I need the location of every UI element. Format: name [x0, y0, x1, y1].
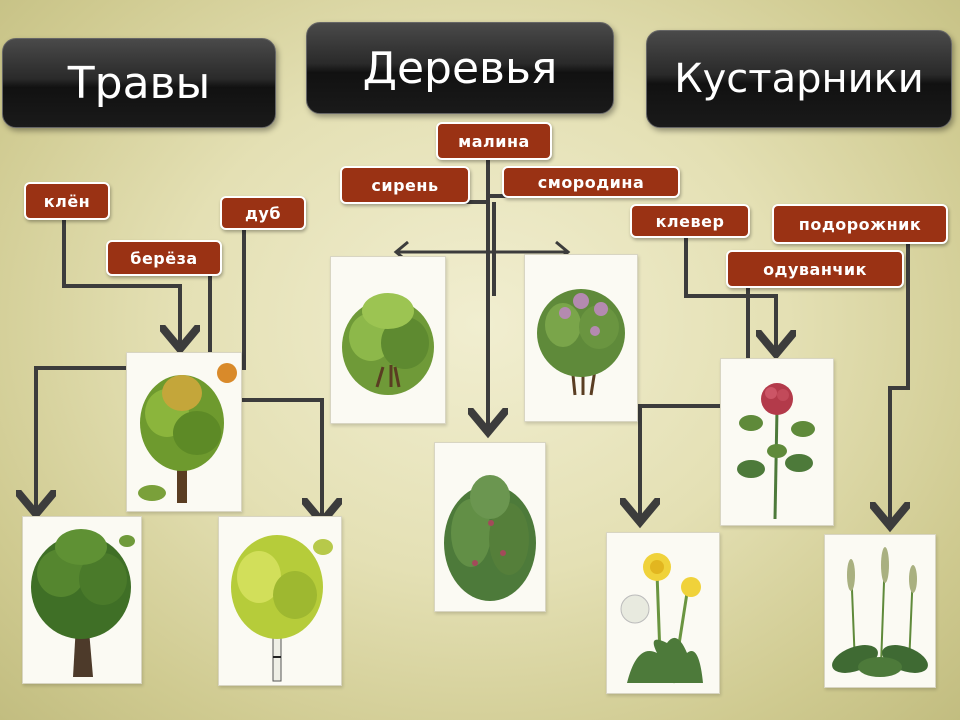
tag-lilac[interactable]: сирень	[340, 166, 470, 204]
clover-image	[720, 358, 834, 526]
tag-clover-label: клевер	[655, 211, 725, 231]
plantain-image	[824, 534, 936, 688]
tag-plantain[interactable]: подорожник	[772, 204, 948, 244]
header-trees: Деревья	[306, 22, 614, 114]
tag-lilac-label: сирень	[371, 175, 439, 195]
raspberry-image	[434, 442, 546, 612]
tag-dandelion[interactable]: одуванчик	[726, 250, 904, 288]
header-grasses-label: Травы	[67, 57, 211, 109]
tag-currant[interactable]: смородина	[502, 166, 680, 198]
header-shrubs: Кустарники	[646, 30, 952, 128]
tag-birch-label: берёза	[130, 248, 198, 268]
tag-dandelion-label: одуванчик	[763, 259, 867, 279]
tag-raspberry-label: малина	[458, 131, 530, 151]
header-shrubs-label: Кустарники	[674, 56, 924, 102]
header-grasses: Травы	[2, 38, 276, 128]
dandelion-image	[606, 532, 720, 694]
tag-birch[interactable]: берёза	[106, 240, 222, 276]
header-trees-label: Деревья	[362, 42, 558, 94]
oak-image	[22, 516, 142, 684]
tag-oak[interactable]: дуб	[220, 196, 306, 230]
tag-currant-label: смородина	[537, 172, 645, 192]
maple-image	[126, 352, 242, 512]
tag-clover[interactable]: клевер	[630, 204, 750, 238]
birch-image	[218, 516, 342, 686]
tag-plantain-label: подорожник	[798, 214, 922, 234]
tag-maple[interactable]: клён	[24, 182, 110, 220]
tag-raspberry[interactable]: малина	[436, 122, 552, 160]
tag-maple-label: клён	[43, 191, 91, 211]
currant-image	[524, 254, 638, 422]
lilac-image	[330, 256, 446, 424]
tag-oak-label: дуб	[244, 203, 282, 223]
